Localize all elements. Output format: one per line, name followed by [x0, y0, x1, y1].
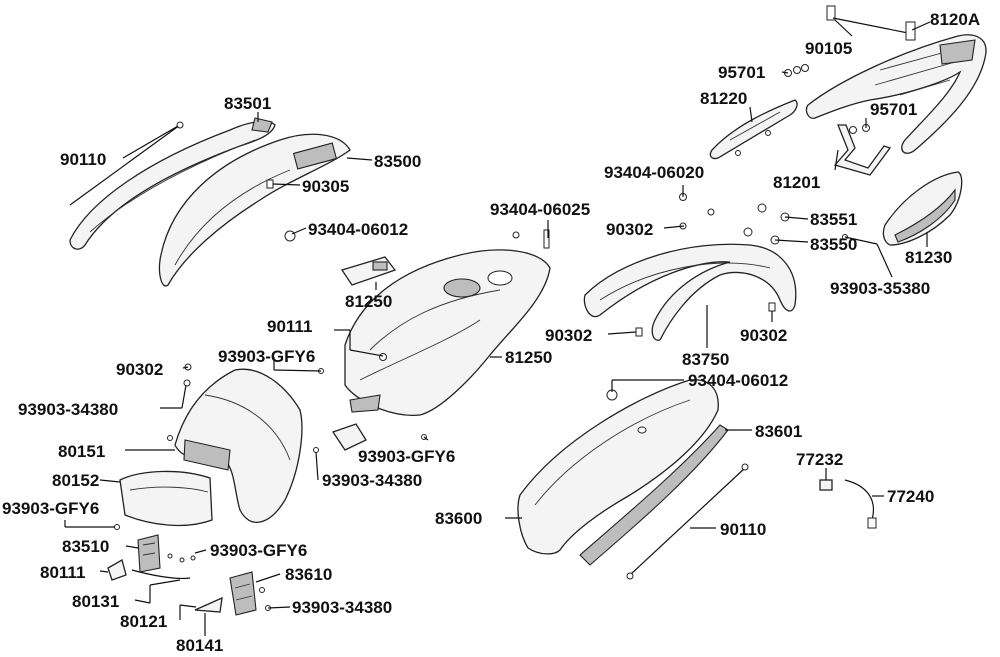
storage-tub-81250: [344, 249, 551, 416]
lid-81250: [340, 256, 397, 286]
label-93404-06020: 93404-06020: [604, 163, 704, 182]
label-90110-b: 90110: [720, 520, 766, 539]
switch-77232: [819, 479, 833, 491]
label-93903-GFY6-c: 93903-GFY6: [2, 499, 99, 518]
label-80141: 80141: [176, 636, 223, 655]
label-83500: 83500: [374, 152, 421, 171]
label-93903-34380-b: 93903-34380: [322, 471, 422, 490]
bolt-93404-06012-a: [284, 230, 296, 242]
label-80121: 80121: [120, 612, 167, 631]
latch-93903-GFY6: [331, 423, 427, 451]
inner-cover-80151: [167, 368, 303, 523]
bracket-81201: [833, 124, 892, 176]
label-8120A: 8120A: [930, 10, 980, 29]
label-93903-GFY6-a: 93903-GFY6: [218, 347, 315, 366]
label-90111: 90111: [267, 317, 312, 336]
floor-cover-83600: [517, 379, 719, 555]
screws-93404-06020: [679, 130, 771, 216]
label-93404-06012-a: 93404-06012: [308, 220, 408, 239]
bolts-93404-06025: [512, 229, 550, 249]
label-83610: 83610: [285, 565, 332, 584]
part-labels: 8120A 90105 95701 81220 95701 81201 9340…: [2, 10, 980, 655]
label-93903-34380-a: 93903-34380: [18, 400, 118, 419]
label-93404-06012-b: 93404-06012: [688, 371, 788, 390]
panel-80152: [119, 470, 213, 527]
label-90302-b: 90302: [545, 326, 592, 345]
label-83600: 83600: [435, 509, 482, 528]
label-93903-35380: 93903-35380: [830, 279, 930, 298]
label-83601: 83601: [755, 422, 802, 441]
rear-carrier-8120A: [805, 34, 987, 154]
label-81250-a: 81250: [345, 292, 392, 311]
label-80151: 80151: [58, 442, 105, 461]
label-83750: 83750: [682, 350, 729, 369]
label-83510: 83510: [62, 537, 109, 556]
screw-93903-GFY6-c: [114, 524, 120, 530]
trim-90110-a: [69, 121, 184, 206]
label-90305: 90305: [302, 177, 349, 196]
bolt-90105: [826, 5, 916, 41]
label-90302-d: 90302: [116, 360, 163, 379]
label-93903-34380-c: 93903-34380: [292, 598, 392, 617]
label-83550: 83550: [810, 235, 857, 254]
label-83551: 83551: [810, 210, 857, 229]
screw-93903-34380-b: [313, 447, 319, 453]
screws-95701-b: [849, 124, 870, 134]
label-83501: 83501: [224, 94, 271, 113]
piece-80121-80141: [194, 596, 223, 613]
leader-lines: [64, 19, 931, 636]
cover-81220: [709, 99, 798, 160]
label-90302-a: 90302: [606, 220, 653, 239]
bracket-83510: [137, 534, 161, 573]
bolt-90305: [266, 179, 274, 189]
label-90110-a: 90110: [60, 150, 106, 169]
side-cover-83500: [158, 133, 351, 287]
piece-80111: [107, 559, 127, 581]
trim-90110-b: [626, 463, 749, 580]
rear-lens-81230: [882, 171, 963, 246]
label-95701-b: 95701: [870, 100, 917, 119]
label-90105: 90105: [805, 39, 852, 58]
cable-77240: [844, 479, 877, 529]
label-80111: 80111: [40, 563, 85, 582]
label-90302-c: 90302: [740, 326, 787, 345]
label-77232: 77232: [796, 450, 843, 469]
label-93903-GFY6-b: 93903-GFY6: [358, 447, 455, 466]
label-93404-06025: 93404-06025: [490, 200, 590, 219]
bracket-83610: [229, 571, 271, 616]
label-93903-GFY6-d: 93903-GFY6: [210, 541, 307, 560]
screw-90111: [379, 353, 387, 361]
label-81230: 81230: [905, 248, 952, 267]
hardware-83551-83550: [743, 203, 790, 245]
wire-80131: [131, 553, 196, 580]
label-80152: 80152: [52, 471, 99, 490]
label-81250-b: 81250: [505, 348, 552, 367]
label-77240: 77240: [887, 487, 934, 506]
label-81220: 81220: [700, 89, 747, 108]
label-80131: 80131: [72, 592, 119, 611]
label-81201: 81201: [773, 173, 820, 192]
label-95701-a: 95701: [718, 63, 765, 82]
screws-95701-a: [784, 64, 809, 77]
side-strip-83501: [69, 117, 276, 250]
